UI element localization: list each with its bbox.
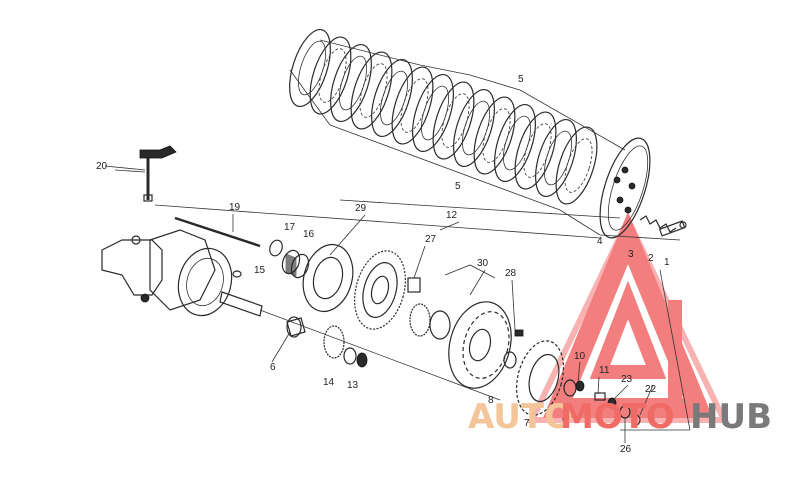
label-27: 27 <box>425 234 437 245</box>
label-9: 9 <box>562 416 568 427</box>
clutch-plate-inner <box>462 100 490 156</box>
label-11: 11 <box>599 365 610 376</box>
bushing-and-gears <box>407 277 451 340</box>
label-5-bottom: 5 <box>455 181 461 192</box>
label-16: 16 <box>303 229 315 240</box>
label-12: 12 <box>446 210 458 221</box>
clutch-plate-inner <box>339 55 367 111</box>
clutch-plate <box>391 66 434 145</box>
clutch-plate-inner <box>298 40 326 96</box>
clutch-plate <box>555 126 598 205</box>
clutch-plate <box>473 96 516 175</box>
clutch-plate <box>514 111 557 190</box>
primary-gear <box>354 250 406 330</box>
clutch-plate <box>289 28 331 108</box>
label-6: 6 <box>270 362 276 373</box>
bearing-parts <box>232 239 310 279</box>
label-19: 19 <box>229 202 241 213</box>
spring-bolt-assembly <box>639 215 687 237</box>
label-23: 23 <box>621 374 633 385</box>
clutch-plate <box>412 73 454 153</box>
label-1: 1 <box>664 257 670 268</box>
label-10: 10 <box>574 351 586 362</box>
label-28: 28 <box>505 268 517 279</box>
watermark-moto: MOTO <box>560 397 675 437</box>
friction-disc-29 <box>302 243 354 313</box>
label-17: 17 <box>284 222 296 233</box>
label-13: 13 <box>347 380 359 391</box>
clutch-plate <box>535 118 577 198</box>
clutch-plate <box>330 43 372 123</box>
sleeve-and-small-gear <box>286 316 368 368</box>
clutch-plate-inner <box>564 138 593 193</box>
label-4: 4 <box>597 236 603 247</box>
label-20: 20 <box>96 161 108 172</box>
clutch-plate-inner <box>380 70 408 126</box>
clutch-plate <box>350 51 393 130</box>
clutch-lever-shaft <box>114 145 177 202</box>
clutch-basket <box>448 301 524 389</box>
pushrod <box>154 204 601 248</box>
label-3: 3 <box>628 249 634 260</box>
clutch-plate-inner <box>544 130 572 186</box>
label-15: 15 <box>254 265 266 276</box>
part-labels: 1 2 3 4 5 5 6 7 8 9 10 11 12 13 14 15 16… <box>96 74 691 455</box>
clutch-plate <box>494 103 536 183</box>
watermark-hub: HUB <box>690 397 772 437</box>
clutch-plate-inner <box>503 115 531 171</box>
gearbox-housing <box>101 229 501 401</box>
label-8: 8 <box>488 395 494 406</box>
watermark-auto: AUTO <box>468 397 573 437</box>
clutch-plate <box>371 58 413 138</box>
clutch-plate-stack <box>289 28 681 241</box>
clutch-plate-inner <box>421 85 449 141</box>
label-7: 7 <box>524 418 530 429</box>
label-30: 30 <box>477 258 489 269</box>
clutch-plate <box>309 36 352 115</box>
clutch-plate <box>432 81 475 160</box>
label-2: 2 <box>648 253 654 264</box>
label-5-top: 5 <box>518 74 524 85</box>
clutch-hub <box>515 340 641 426</box>
label-14: 14 <box>323 377 335 388</box>
label-26: 26 <box>620 444 632 455</box>
label-29: 29 <box>355 203 367 214</box>
clutch-plate <box>453 88 495 168</box>
automotohub-watermark: AUTO MOTO HUB <box>468 397 772 437</box>
